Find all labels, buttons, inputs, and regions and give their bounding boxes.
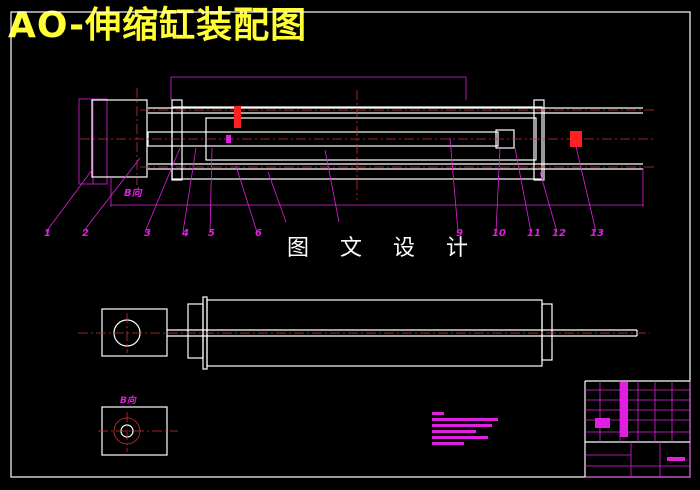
part-label: 4 [181,228,189,239]
part-label: 3 [144,228,151,239]
technical-notes [432,412,498,445]
part-label: 13 [590,228,604,239]
part-label: 2 [82,228,89,239]
part-label: 5 [208,228,215,239]
front-view [78,296,650,370]
part-label: 9 [456,228,463,239]
part-label: 6 [255,228,262,239]
title-block [584,380,691,478]
drawing-frame [10,11,691,478]
section-view: B向 1 2 3 4 5 6 9 10 11 12 13 [44,76,655,239]
part-label: 12 [552,228,566,239]
view-label: B向 [124,187,143,199]
b-view: B向 [98,395,178,456]
part-label: 1 [44,228,51,239]
part-label: 11 [527,228,541,239]
b-view-label: B向 [120,395,137,406]
watermark: 图 文 设 计 [287,236,480,261]
part-label: 10 [492,228,506,239]
